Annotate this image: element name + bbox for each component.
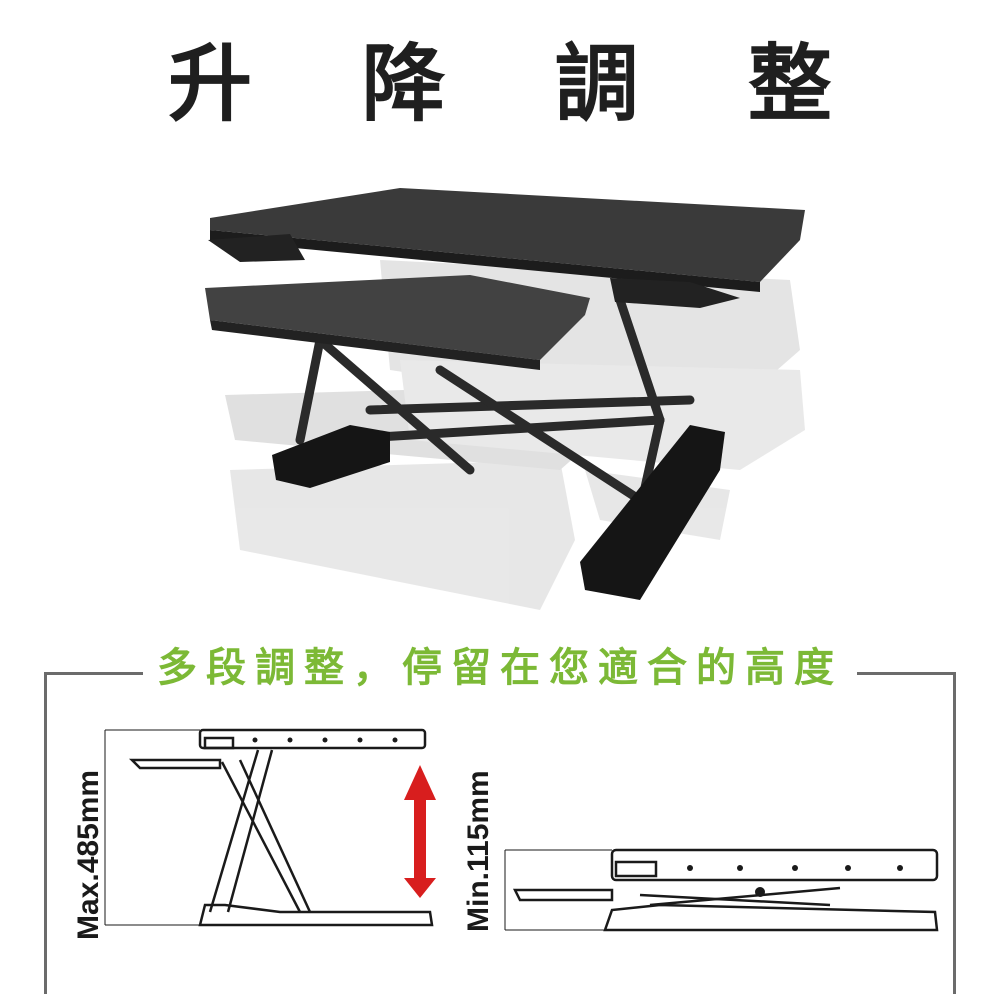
desk-product-illustration: [205, 188, 805, 610]
desk-work-surface: [210, 188, 805, 282]
page-title: 升 降 調 整: [168, 34, 872, 133]
max-height-diagram: [104, 728, 434, 927]
right-release-handle: [610, 278, 740, 308]
keyboard-tray: [205, 275, 590, 360]
min-surface-dots: [687, 865, 903, 897]
scissor-lift-frame: [295, 295, 695, 515]
height-diagram: [104, 728, 939, 932]
right-base-foot: [580, 425, 725, 600]
banner-subtitle-text: 多段調整，停留在您適合的高度: [143, 645, 857, 691]
height-range-arrow: [404, 765, 436, 898]
max-surface-dots: [252, 737, 398, 743]
max-height-label: Max.485mm: [72, 769, 105, 940]
left-release-handle: [208, 234, 305, 262]
min-height-diagram: [504, 848, 939, 932]
left-base-foot: [272, 425, 390, 488]
min-height-label: Min.115mm: [462, 770, 495, 932]
banner-subtitle: 多段調整，停留在您適合的高度: [0, 645, 1000, 691]
